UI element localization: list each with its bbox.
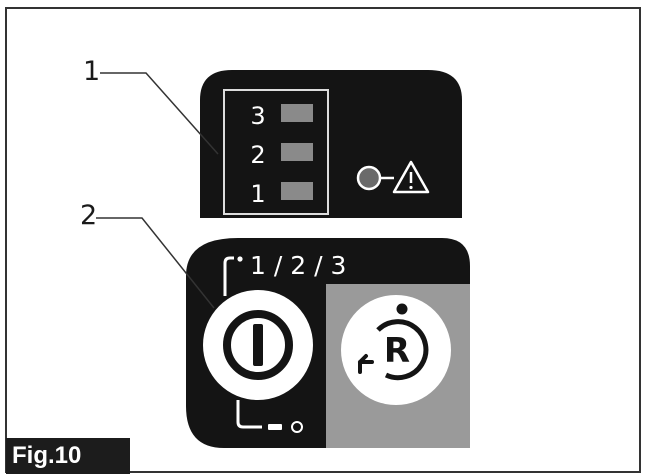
led-panel-body [200, 70, 462, 218]
power-button[interactable] [203, 290, 313, 400]
mode-label: 1 / 2 / 3 [250, 251, 346, 280]
warning-triangle-icon [392, 160, 430, 194]
reset-button-face[interactable] [341, 295, 451, 405]
level-3-led [281, 104, 313, 122]
led-group-frame [223, 89, 329, 215]
off-bar [268, 424, 282, 430]
level-3-label: 3 [250, 102, 265, 130]
level-1-led [281, 182, 313, 200]
reset-letter: R [384, 331, 410, 371]
callout-1-leader [100, 72, 219, 155]
led-panel: 3 2 1 [200, 70, 462, 218]
callout-2: 2 [80, 200, 215, 309]
power-icon [223, 310, 293, 380]
callout-2-number: 2 [80, 200, 97, 231]
button-panel: 1 / 2 / 3 R [186, 238, 470, 448]
off-ring [291, 421, 303, 433]
callout-1-number: 1 [83, 56, 100, 87]
reset-button[interactable]: R [341, 295, 451, 405]
warning-led [356, 165, 382, 191]
reset-arrow-icon [358, 303, 429, 381]
callout-2-leader [96, 217, 215, 309]
mode-bracket-bottom [236, 400, 262, 429]
mode-bracket-top [223, 256, 234, 296]
level-2-led [281, 143, 313, 161]
level-1-label: 1 [250, 180, 265, 208]
callout-1: 1 [83, 56, 219, 155]
level-2-label: 2 [250, 141, 265, 169]
mode-dot [237, 256, 243, 262]
figure-label: Fig.10 [6, 438, 130, 474]
